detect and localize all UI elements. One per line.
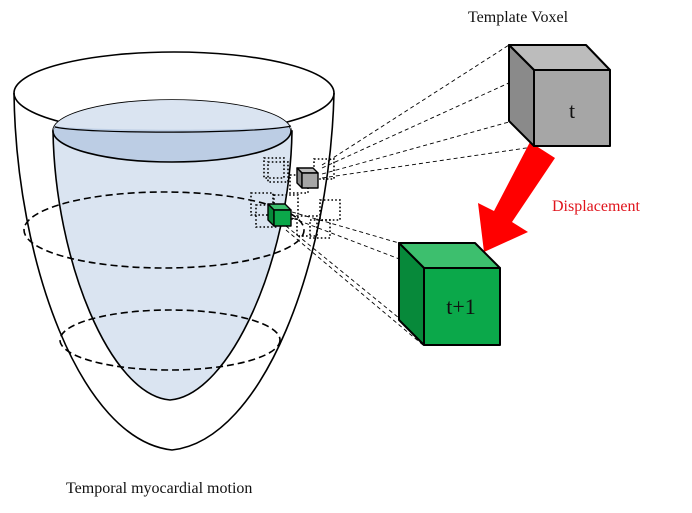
proj-line [285,229,424,346]
proj-line [291,211,400,244]
proj-line [321,121,510,175]
neighbor-box [263,157,285,179]
neighbor-box [255,204,279,228]
small-gray-voxel [296,167,319,189]
displacement-arrow [478,142,555,252]
proj-line [321,71,534,169]
projection-lines-next [285,211,424,346]
outer-rim-crossing [54,125,292,133]
proj-line [291,217,424,269]
inner-cavity [52,99,293,401]
displacement-label: Displacement [552,198,640,215]
proj-line [321,44,510,166]
small-green-voxel [267,203,292,227]
slice-ring-lower [59,309,281,371]
next-voxel-cube: t+1 [398,242,501,346]
template-voxel-label: Template Voxel [468,9,569,26]
cube-front [423,267,501,346]
slice-rings [23,191,305,371]
proj-line [285,225,400,319]
cavity-top-highlight [53,100,291,131]
outer-body [13,92,335,451]
proj-line [321,146,534,179]
neighbor-box [250,192,274,216]
neighbor-box [296,215,318,237]
projection-lines-template [321,44,534,179]
cube-front [533,69,611,147]
neighbor-box [267,161,289,183]
cavity-body [52,130,293,401]
cube-front [273,209,292,227]
slice-ring-upper [23,191,305,269]
caption-label: Temporal myocardial motion [66,480,253,497]
cube-t1-label: t+1 [446,294,476,319]
cube-front [301,172,319,189]
template-voxel-cube: t [508,44,611,147]
cube-t-label: t [569,98,575,123]
